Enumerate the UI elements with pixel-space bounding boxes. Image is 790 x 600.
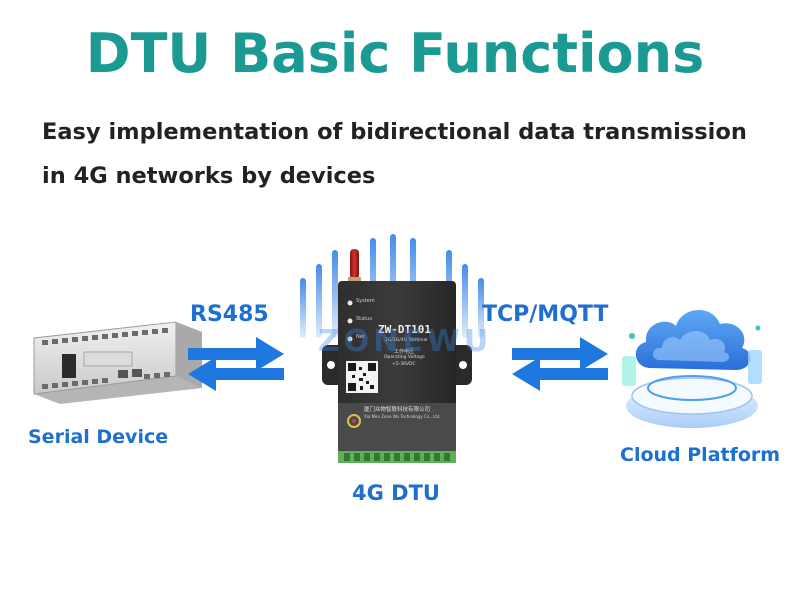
cloud-platform-label: Cloud Platform <box>620 444 781 466</box>
dtu-led-net: Net <box>356 334 365 340</box>
dtu-subline: 2G/3G/4G Terminal <box>385 338 428 343</box>
dtu-company-cn: 厦门众物智联科技有限公司 <box>364 407 431 413</box>
dtu-model-label: ZW-DT101 <box>378 323 431 336</box>
dtu-led-system: System <box>356 298 375 304</box>
cloud-platform-icon <box>622 309 762 428</box>
plc-device-image <box>33 321 202 404</box>
dtu-voltage-label: Operating Voltage <box>384 355 425 360</box>
dtu-company-en: Xia Men Zone Wu Technology Co., Ltd. <box>364 414 441 419</box>
dtu-voltage-cn: 工作电压 <box>394 349 415 355</box>
dtu-voltage-value: +5-36VDC <box>392 362 416 367</box>
serial-device-label: Serial Device <box>28 426 169 448</box>
tcp-mqtt-label: TCP/MQTT <box>482 302 609 327</box>
dtu-led-status: Status <box>356 316 372 322</box>
dtu-label: 4G DTU <box>352 481 440 505</box>
bidirectional-arrow-left-icon <box>188 337 284 391</box>
page-title: DTU Basic Functions <box>85 22 705 85</box>
bidirectional-arrow-right-icon <box>512 337 608 391</box>
page-subtitle: Easy implementation of bidirectional dat… <box>42 119 747 189</box>
dtu-device-image <box>322 249 472 463</box>
watermark: ZONEWU <box>318 324 493 359</box>
rs485-label: RS485 <box>190 302 269 327</box>
